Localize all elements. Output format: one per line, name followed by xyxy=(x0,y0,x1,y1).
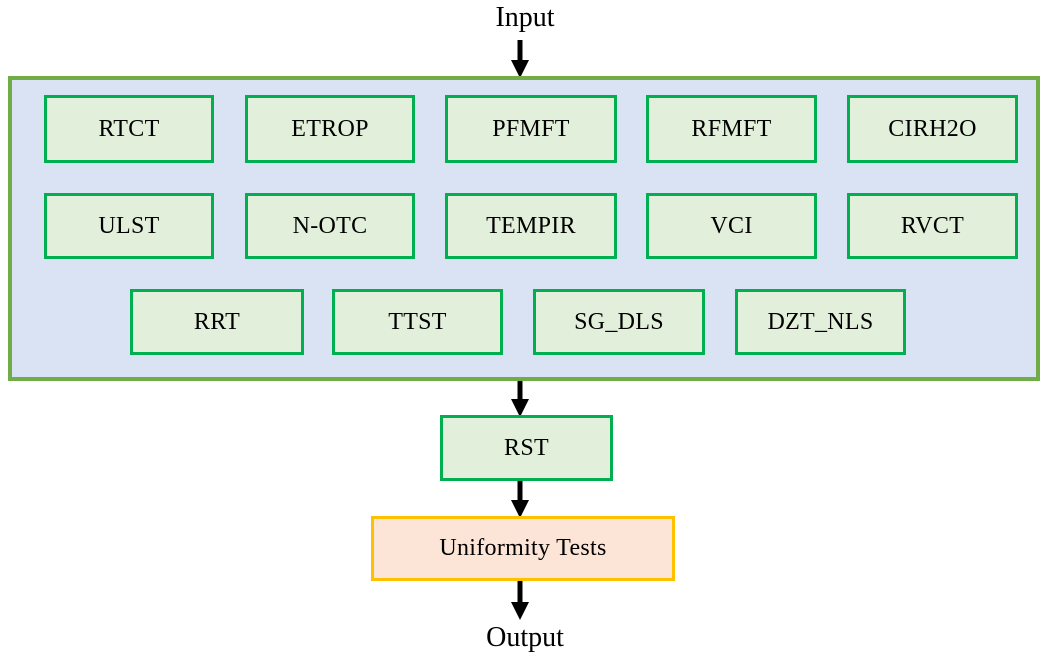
feature-group-container: RTCT ETROP PFMFT RFMFT CIRH2O ULST N-OTC… xyxy=(8,76,1040,381)
node-label: RRT xyxy=(193,308,241,335)
node-ulst[interactable]: ULST xyxy=(44,193,214,259)
stage-label: Uniformity Tests xyxy=(439,535,607,561)
node-label: RTCT xyxy=(98,115,160,142)
node-label: TEMPIR xyxy=(486,212,576,239)
node-rvct[interactable]: RVCT xyxy=(847,193,1018,259)
input-label: Input xyxy=(495,2,555,33)
node-etrop[interactable]: ETROP xyxy=(245,95,415,163)
node-label: N-OTC xyxy=(292,212,368,239)
node-tempir[interactable]: TEMPIR xyxy=(445,193,617,259)
node-label: SG_DLS xyxy=(574,308,664,335)
node-label: ETROP xyxy=(291,115,369,142)
node-pfmft[interactable]: PFMFT xyxy=(445,95,617,163)
stage-label: RST xyxy=(504,434,549,461)
node-dzt-nls[interactable]: DZT_NLS xyxy=(735,289,906,355)
node-rfmft[interactable]: RFMFT xyxy=(646,95,817,163)
node-label: RVCT xyxy=(900,212,965,239)
arrow-group-to-rst xyxy=(508,381,532,417)
output-label: Output xyxy=(486,622,564,653)
node-label: PFMFT xyxy=(492,115,570,142)
node-vci[interactable]: VCI xyxy=(646,193,817,259)
node-rrt[interactable]: RRT xyxy=(130,289,304,355)
node-rtct[interactable]: RTCT xyxy=(44,95,214,163)
node-sg-dls[interactable]: SG_DLS xyxy=(533,289,705,355)
node-label: DZT_NLS xyxy=(767,308,874,335)
stage-rst[interactable]: RST xyxy=(440,415,613,481)
node-n-otc[interactable]: N-OTC xyxy=(245,193,415,259)
node-cirh2o[interactable]: CIRH2O xyxy=(847,95,1018,163)
node-ttst[interactable]: TTST xyxy=(332,289,503,355)
node-label: ULST xyxy=(98,212,160,239)
node-label: CIRH2O xyxy=(888,115,977,142)
node-label: VCI xyxy=(710,212,753,239)
node-label: RFMFT xyxy=(691,115,772,142)
arrow-rst-to-uniformity-tests xyxy=(508,481,532,518)
stage-uniformity-tests[interactable]: Uniformity Tests xyxy=(371,516,675,581)
node-label: TTST xyxy=(388,308,447,335)
arrow-uniformity-tests-to-output xyxy=(508,581,532,620)
arrow-input-to-group xyxy=(508,40,532,78)
